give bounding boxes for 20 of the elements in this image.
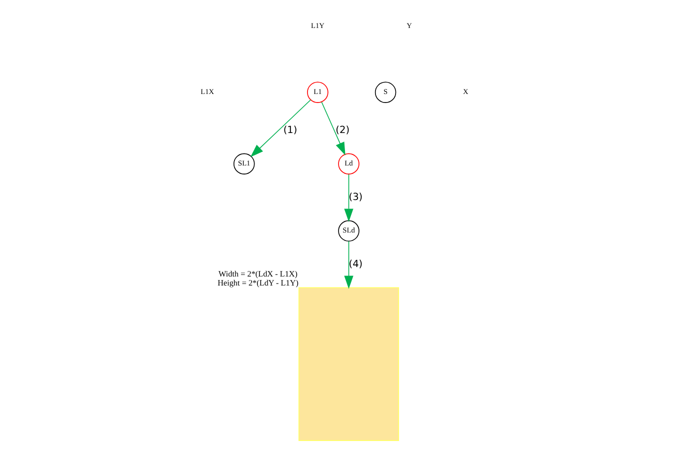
label: X bbox=[463, 87, 468, 96]
node-circle: SLd bbox=[338, 220, 360, 242]
arrow bbox=[321, 102, 346, 156]
label: Y bbox=[406, 20, 412, 30]
arrow bbox=[344, 174, 354, 222]
arrow bbox=[344, 240, 354, 289]
edge-label: (1) bbox=[283, 124, 298, 136]
node-circle: SL1 bbox=[234, 153, 255, 174]
edge-label: (4) bbox=[348, 258, 363, 270]
label: L1Y bbox=[310, 20, 324, 30]
edge-label: (2) bbox=[336, 124, 350, 136]
arrow bbox=[250, 99, 312, 158]
node-circle: L1 bbox=[307, 82, 328, 103]
node-circle: Ld bbox=[338, 153, 360, 174]
label: L1X bbox=[200, 87, 214, 96]
node-label: Height = 2*(LdY - L1Y) bbox=[218, 278, 298, 288]
edge-label: (3) bbox=[348, 192, 363, 203]
node-label: Width = 2*(LdX - L1X) bbox=[218, 269, 298, 278]
node-circle: S bbox=[374, 82, 396, 103]
node-box bbox=[298, 287, 400, 441]
